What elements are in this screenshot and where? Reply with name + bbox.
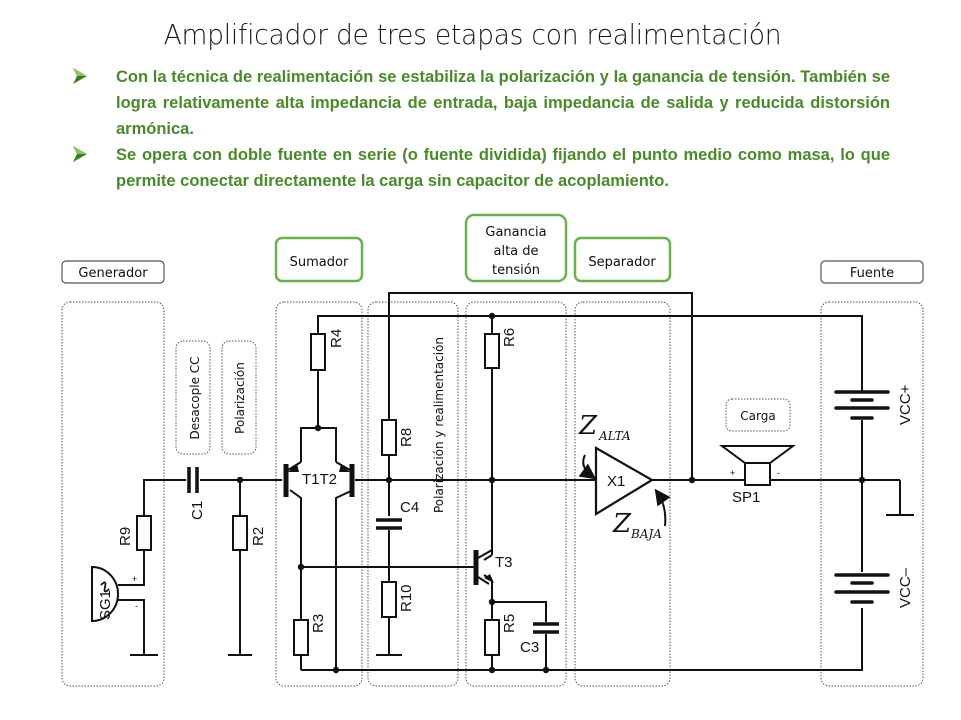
svg-text:+: + [132, 574, 137, 584]
arrow-bullet-icon [73, 146, 87, 162]
speaker-sp1 [718, 445, 797, 486]
wires [118, 292, 914, 671]
svg-text:Sumador: Sumador [290, 255, 349, 270]
label-sumador: Sumador [274, 236, 364, 283]
z-alta-arrow-icon [578, 454, 597, 480]
bullet-item: Se opera con doble fuente en serie (o fu… [70, 142, 890, 194]
label-r9: R9 [117, 527, 134, 546]
battery-vccp [834, 390, 890, 420]
resistor-r2 [232, 515, 248, 551]
z-baja-subscript: BAJA [630, 527, 662, 541]
z-baja-arrow-icon [654, 488, 671, 527]
label-generador: Generador [61, 260, 165, 284]
z-alta-label: Z [578, 411, 598, 441]
buffer-x1 [594, 446, 655, 516]
bullet-list: Con la técnica de realimentación se esta… [70, 64, 890, 194]
region-sumador [275, 301, 363, 687]
resistor-r8 [381, 419, 397, 456]
component-labels: SG1 R9 C1 R2 R4 R3 T1T2 R8 C4 R10 R6 T3 … [97, 328, 914, 656]
label-r5: R5 [501, 614, 518, 633]
label-c4: C4 [400, 499, 419, 516]
polarity-marks: + - + - [132, 468, 780, 611]
resistor-r4 [310, 333, 326, 371]
region-ganancia [465, 301, 567, 687]
transistor-t1 [283, 461, 302, 497]
label-ganancia: Ganancia alta de tensión [464, 213, 568, 283]
transistor-t3 [473, 549, 494, 585]
label-c3: C3 [520, 639, 539, 656]
z-baja-label: Z [612, 509, 632, 539]
section-regions [61, 301, 924, 687]
svg-text:Ganancia: Ganancia [485, 225, 546, 240]
bullet-text: Se opera con doble fuente en serie (o fu… [116, 146, 890, 190]
region-generador [61, 301, 165, 687]
label-t1t2: T1T2 [302, 471, 337, 488]
region-fuente [820, 301, 924, 687]
arrow-bullet-icon [73, 68, 87, 84]
svg-text:+: + [730, 468, 735, 478]
svg-text:Generador: Generador [78, 266, 148, 281]
label-carga: Carga [740, 409, 775, 423]
label-fuente: Fuente [820, 260, 924, 284]
label-r4: R4 [328, 329, 345, 348]
label-sp1: SP1 [732, 489, 760, 506]
label-vccp: VCC+ [897, 384, 914, 425]
label-polarizacion-realimentacion: Polarización y realimentación [432, 337, 446, 513]
svg-text:-: - [777, 468, 780, 478]
label-separador: Separador [573, 236, 672, 283]
region-separador [574, 301, 671, 687]
label-polarizacion: Polarización [233, 362, 247, 434]
svg-text:-: - [135, 601, 138, 611]
region-polarizacion [221, 340, 257, 455]
region-polarizacion-realimentacion [367, 301, 459, 687]
resistor-r5 [484, 619, 500, 656]
signal-generator-sg1 [91, 565, 119, 623]
slide-title: Amplificador de tres etapas con realimen… [163, 18, 782, 51]
label-r10: R10 [398, 584, 415, 612]
z-alta-subscript: ALTA [598, 429, 631, 443]
label-sg1: SG1 [97, 590, 114, 620]
sine-wave-icon [100, 581, 110, 593]
label-r2: R2 [250, 527, 267, 546]
label-r6: R6 [501, 328, 518, 347]
label-r8: R8 [398, 428, 415, 447]
svg-text:alta de: alta de [493, 244, 538, 259]
junction-dots [236, 312, 866, 674]
resistors [136, 333, 500, 656]
bullet-item: Con la técnica de realimentación se esta… [70, 64, 890, 142]
resistor-r3 [293, 619, 309, 656]
transistor-t2 [335, 461, 355, 497]
label-t3: T3 [495, 554, 513, 571]
resistor-r6 [484, 333, 500, 369]
battery-vccm [834, 573, 890, 604]
label-x1: X1 [607, 473, 625, 490]
label-r3: R3 [310, 614, 327, 633]
svg-text:Fuente: Fuente [850, 266, 894, 281]
resistor-r9 [136, 515, 152, 551]
impedance-annotations: Z ALTA Z BAJA [578, 411, 662, 541]
label-desacople: Desacople CC [188, 356, 202, 439]
label-vccm: VCC– [897, 567, 914, 608]
region-desacople [175, 340, 211, 455]
capacitors [187, 467, 559, 634]
resistor-r10 [381, 581, 397, 618]
bullet-text: Con la técnica de realimentación se esta… [116, 68, 890, 138]
svg-text:tensión: tensión [492, 263, 540, 278]
svg-text:Separador: Separador [588, 255, 656, 270]
label-c1: C1 [189, 501, 206, 520]
